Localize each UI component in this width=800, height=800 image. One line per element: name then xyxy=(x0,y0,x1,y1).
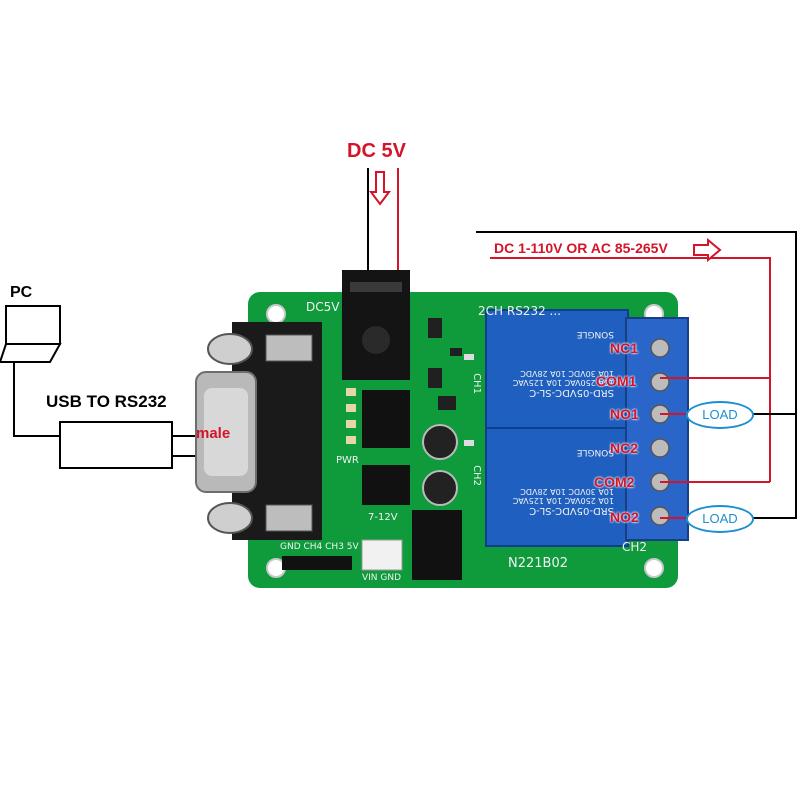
silk-ch2-side: CH2 xyxy=(470,465,482,486)
silk-pwr: PWR xyxy=(336,455,359,466)
pin-header xyxy=(282,556,352,570)
terminal-nc2: NC2 xyxy=(610,440,639,456)
supply-wire-red xyxy=(490,257,771,379)
load-1-oval: LOAD xyxy=(686,401,754,429)
ic-chip-2 xyxy=(362,465,410,505)
silk-ch1: CH1 xyxy=(470,373,482,394)
pc-laptop-icon xyxy=(0,305,62,363)
silk-dc5v: DC5V xyxy=(306,300,340,314)
usb-rs232-adapter xyxy=(59,421,173,469)
terminal-com1: COM1 xyxy=(596,373,637,389)
relay-2-brand: SONGLE xyxy=(576,447,614,457)
usb-rs232-label: USB TO RS232 xyxy=(46,392,167,411)
silk-vin-gnd: VIN GND xyxy=(362,573,402,583)
silk-header-pins: GND CH4 CH3 5V xyxy=(280,542,359,552)
silk-ch2: CH2 xyxy=(622,540,648,554)
relay-1-brand: SONGLE xyxy=(576,329,614,339)
terminal-com2: COM2 xyxy=(594,474,635,490)
relay-2-part: SRD-05VDC-SL-C xyxy=(529,505,614,516)
arrow-down-icon xyxy=(369,171,391,206)
terminal-nc1: NC1 xyxy=(610,340,639,356)
db9-connector xyxy=(195,322,322,540)
ic-chip-1 xyxy=(362,390,410,448)
dc5v-input-label: DC 5V xyxy=(347,140,406,162)
silk-7-12v: 7-12V xyxy=(368,512,398,523)
terminal-no1: NO1 xyxy=(610,406,639,422)
load-supply-label: DC 1-110V OR AC 85-265V xyxy=(494,240,668,256)
capacitor-2 xyxy=(422,470,458,506)
load-2-oval: LOAD xyxy=(686,505,754,533)
vin-connector xyxy=(361,539,403,571)
male-connector-label: male xyxy=(196,425,231,442)
usb-cable xyxy=(13,362,60,437)
voltage-regulator xyxy=(412,510,462,580)
silk-title: 2CH RS232 ... xyxy=(478,304,561,318)
relay-2-spec1: 10A 250VAC 10A 125VAC xyxy=(512,496,614,505)
dc-barrel-jack xyxy=(342,270,410,380)
arrow-right-icon xyxy=(693,237,722,263)
load-wire-black xyxy=(476,231,797,519)
pc-label: PC xyxy=(10,284,33,301)
terminal-no2: NO2 xyxy=(610,509,639,525)
silk-model: N221B02 xyxy=(508,556,568,571)
capacitor-1 xyxy=(422,424,458,460)
